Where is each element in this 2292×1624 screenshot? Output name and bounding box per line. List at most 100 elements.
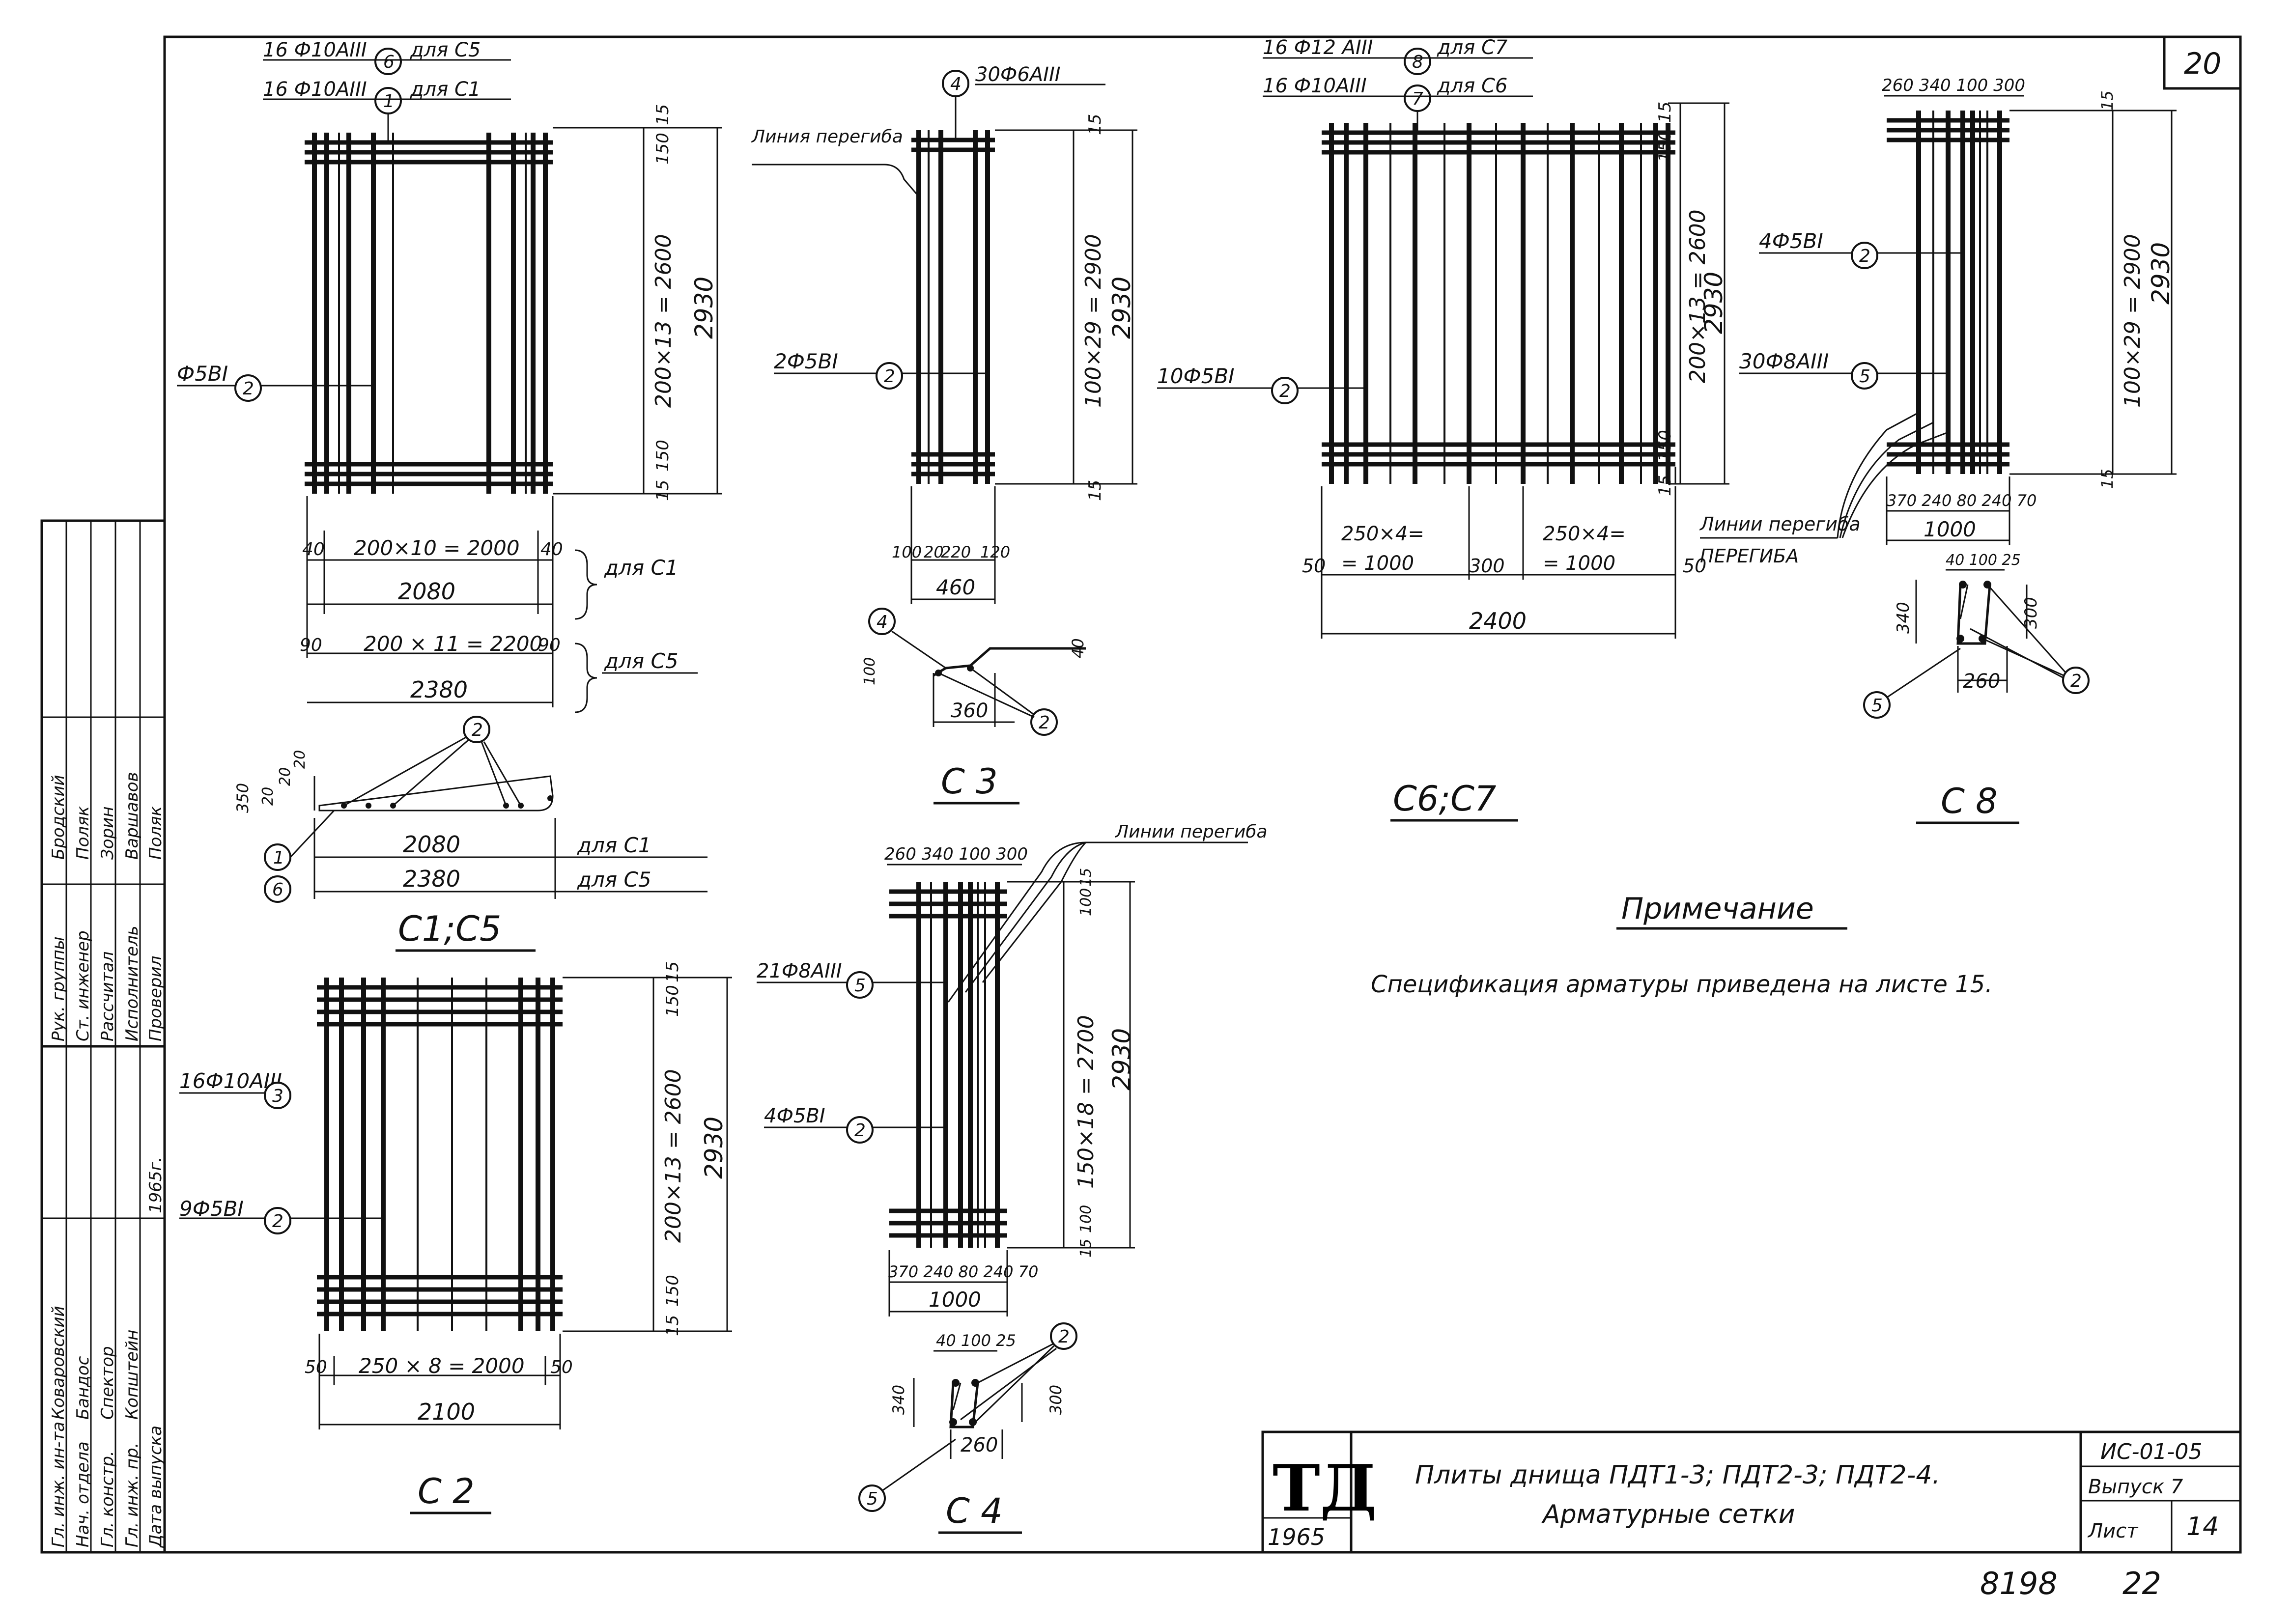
stamp-name-8: Варшавов xyxy=(122,772,142,860)
sheet-number: 20 xyxy=(2184,47,2221,81)
c4-left1-mark xyxy=(846,971,874,999)
c1-dim-v2: 2930 xyxy=(690,277,718,339)
c6-seg2b: = 1000 xyxy=(1543,552,1615,575)
c3-sec-360: 360 xyxy=(951,700,988,722)
c2-left2-mark-num: 2 xyxy=(272,1211,283,1232)
c1-row1: 200×10 = 2000 xyxy=(354,536,520,560)
c6-top2-for: для С6 xyxy=(1437,75,1507,97)
c1-row2-90b: 90 xyxy=(538,635,561,655)
c8-dim-15b: 15 xyxy=(2098,469,2117,489)
c4-sec-mark-5-num: 5 xyxy=(867,1489,878,1509)
c1-top2-mark-num: 1 xyxy=(383,91,395,112)
c1-dim-15b: 15 xyxy=(653,480,673,501)
c8-sec-260: 260 xyxy=(1963,670,2000,693)
c6-seg2: 250×4= xyxy=(1543,523,1626,545)
stamp-role-7: Рассчитал xyxy=(98,952,117,1041)
c2-dim-15a: 15 xyxy=(663,961,682,982)
c6-dim-150a: 150 xyxy=(1655,130,1675,162)
c3-d100: 100 xyxy=(892,543,922,561)
c2-row-50: 50 xyxy=(305,1357,327,1377)
title-line2: Арматурные сетки xyxy=(1541,1500,1795,1529)
c6-dim-v1: 200×13 = 2600 xyxy=(1685,209,1710,383)
c3-sec-mark-4-num: 4 xyxy=(877,612,888,632)
c3-sec-40: 40 xyxy=(1069,638,1087,658)
c4-dim-v1: 150×18 = 2700 xyxy=(1074,1015,1099,1189)
sheet-label: Лист xyxy=(2087,1520,2139,1542)
c1-dim-150b: 150 xyxy=(653,440,673,472)
c3-left-bar: 2Ф5ВI xyxy=(774,349,838,373)
stamp-role-5: Рук. группы xyxy=(49,936,68,1041)
stamp-name-5: Бродский xyxy=(49,775,68,860)
c8-dim-v2: 2930 xyxy=(2147,242,2175,305)
c6-dim-v2: 2930 xyxy=(1699,272,1728,334)
c4-left2-mark xyxy=(846,1116,874,1144)
c6-top1-bar: 16 Ф12 АIII xyxy=(1263,36,1373,59)
c4-sec-260: 260 xyxy=(961,1434,998,1456)
c2-dim-15b: 15 xyxy=(663,1315,682,1336)
td-logo-year: 1965 xyxy=(1268,1524,1325,1550)
c1-top1-for: для С5 xyxy=(410,39,481,61)
c1-sec-mark-1-num: 1 xyxy=(273,848,284,868)
td-logo: ТД xyxy=(1273,1451,1377,1526)
c4-sec-mark-2-num: 2 xyxy=(1058,1327,1070,1347)
c3-dim-v1: 100×29 = 2900 xyxy=(1081,234,1106,408)
stamp-name-9: Поляк xyxy=(146,806,166,860)
c2-row: 250 × 8 = 2000 xyxy=(359,1354,525,1378)
c6-top2-mark-num: 7 xyxy=(1412,89,1423,109)
footer-right: 22 xyxy=(2122,1566,2161,1601)
c6-top1-mark-num: 8 xyxy=(1412,52,1423,72)
c1-sec-mark-2-num: 2 xyxy=(472,720,483,740)
c1-top1-mark-num: 6 xyxy=(383,52,395,72)
c6-top2-bar: 16 Ф10АIII xyxy=(1263,75,1367,97)
c1-top2-bar: 16 Ф10АIII xyxy=(263,78,367,101)
c6-label: С6;С7 xyxy=(1393,779,1496,819)
stamp-name-1: Бандос xyxy=(73,1356,93,1420)
c1-sec-350: 350 xyxy=(233,783,252,813)
c1-sec-20b: 20 xyxy=(277,767,294,786)
c3-label: С 3 xyxy=(941,761,998,802)
c1-sec-2380: 2380 xyxy=(403,866,460,892)
c1-row2-90a: 90 xyxy=(300,635,322,655)
c4-dim-100b: 100 xyxy=(1077,1205,1095,1233)
c6-seg1: 250×4= xyxy=(1341,523,1424,545)
stamp-name-2: Спектор xyxy=(98,1346,117,1420)
c4-label: С 4 xyxy=(946,1491,1003,1531)
c4-dim-v2: 2930 xyxy=(1107,1028,1136,1091)
c1-row1-40a: 40 xyxy=(302,539,325,560)
c4-left2-bar: 4Ф5ВI xyxy=(764,1105,825,1127)
stamp-role-8: Исполнитель xyxy=(122,925,142,1041)
c6-top1-for: для С7 xyxy=(1437,36,1508,59)
stamp-role-9: Проверил xyxy=(146,956,166,1041)
c2-dim-150b: 150 xyxy=(663,1275,682,1307)
c4-sec-mark-5 xyxy=(858,1484,886,1512)
side-stamp: Гл. инж. ин-та Коваровский Рук. группы Б… xyxy=(40,519,166,1554)
c8-bottom: 370 240 80 240 70 xyxy=(1887,491,2037,510)
c3-dim-v2: 2930 xyxy=(1107,277,1136,339)
c4-total: 1000 xyxy=(929,1288,981,1312)
c8-dim-v1: 100×29 = 2900 xyxy=(2120,234,2145,408)
c1-sec-20a: 20 xyxy=(259,787,277,806)
c6-dim-15b: 15 xyxy=(1655,475,1675,496)
stamp-name-4: 1965г. xyxy=(146,1157,166,1213)
c1-dim-15a: 15 xyxy=(653,104,673,125)
title-block: ТД 1965 Плиты днища ПДТ1-3; ПДТ2-3; ПДТ2… xyxy=(1261,1430,2242,1554)
c8-sec-mark-2 xyxy=(2062,667,2090,694)
c1-sec-mark-6 xyxy=(264,875,291,903)
c1-row1-40b: 40 xyxy=(540,539,563,560)
c1-dim-v1: 200×13 = 2600 xyxy=(651,234,676,408)
c6-dim-150b: 150 xyxy=(1655,430,1675,462)
c1-top1-mark xyxy=(374,48,402,75)
stamp-name-3: Копштейн xyxy=(122,1330,142,1420)
c2-dim-150a: 150 xyxy=(663,985,682,1017)
doc-code: ИС-01-05 xyxy=(2100,1439,2202,1464)
c1-sec-2080: 2080 xyxy=(403,831,460,858)
stamp-role-2: Гл. констр. xyxy=(98,1451,117,1547)
c3-d220: 220 xyxy=(941,543,971,561)
note-block: Примечание Спецификация арматуры приведе… xyxy=(1371,892,1992,998)
c4-sec-top: 40 100 25 xyxy=(936,1331,1016,1350)
c8-sec-300: 300 xyxy=(2021,597,2041,629)
sheet-frame xyxy=(163,35,2242,1554)
c1-sec-mark-6-num: 6 xyxy=(272,880,283,900)
stamp-name-6: Поляк xyxy=(73,806,93,860)
